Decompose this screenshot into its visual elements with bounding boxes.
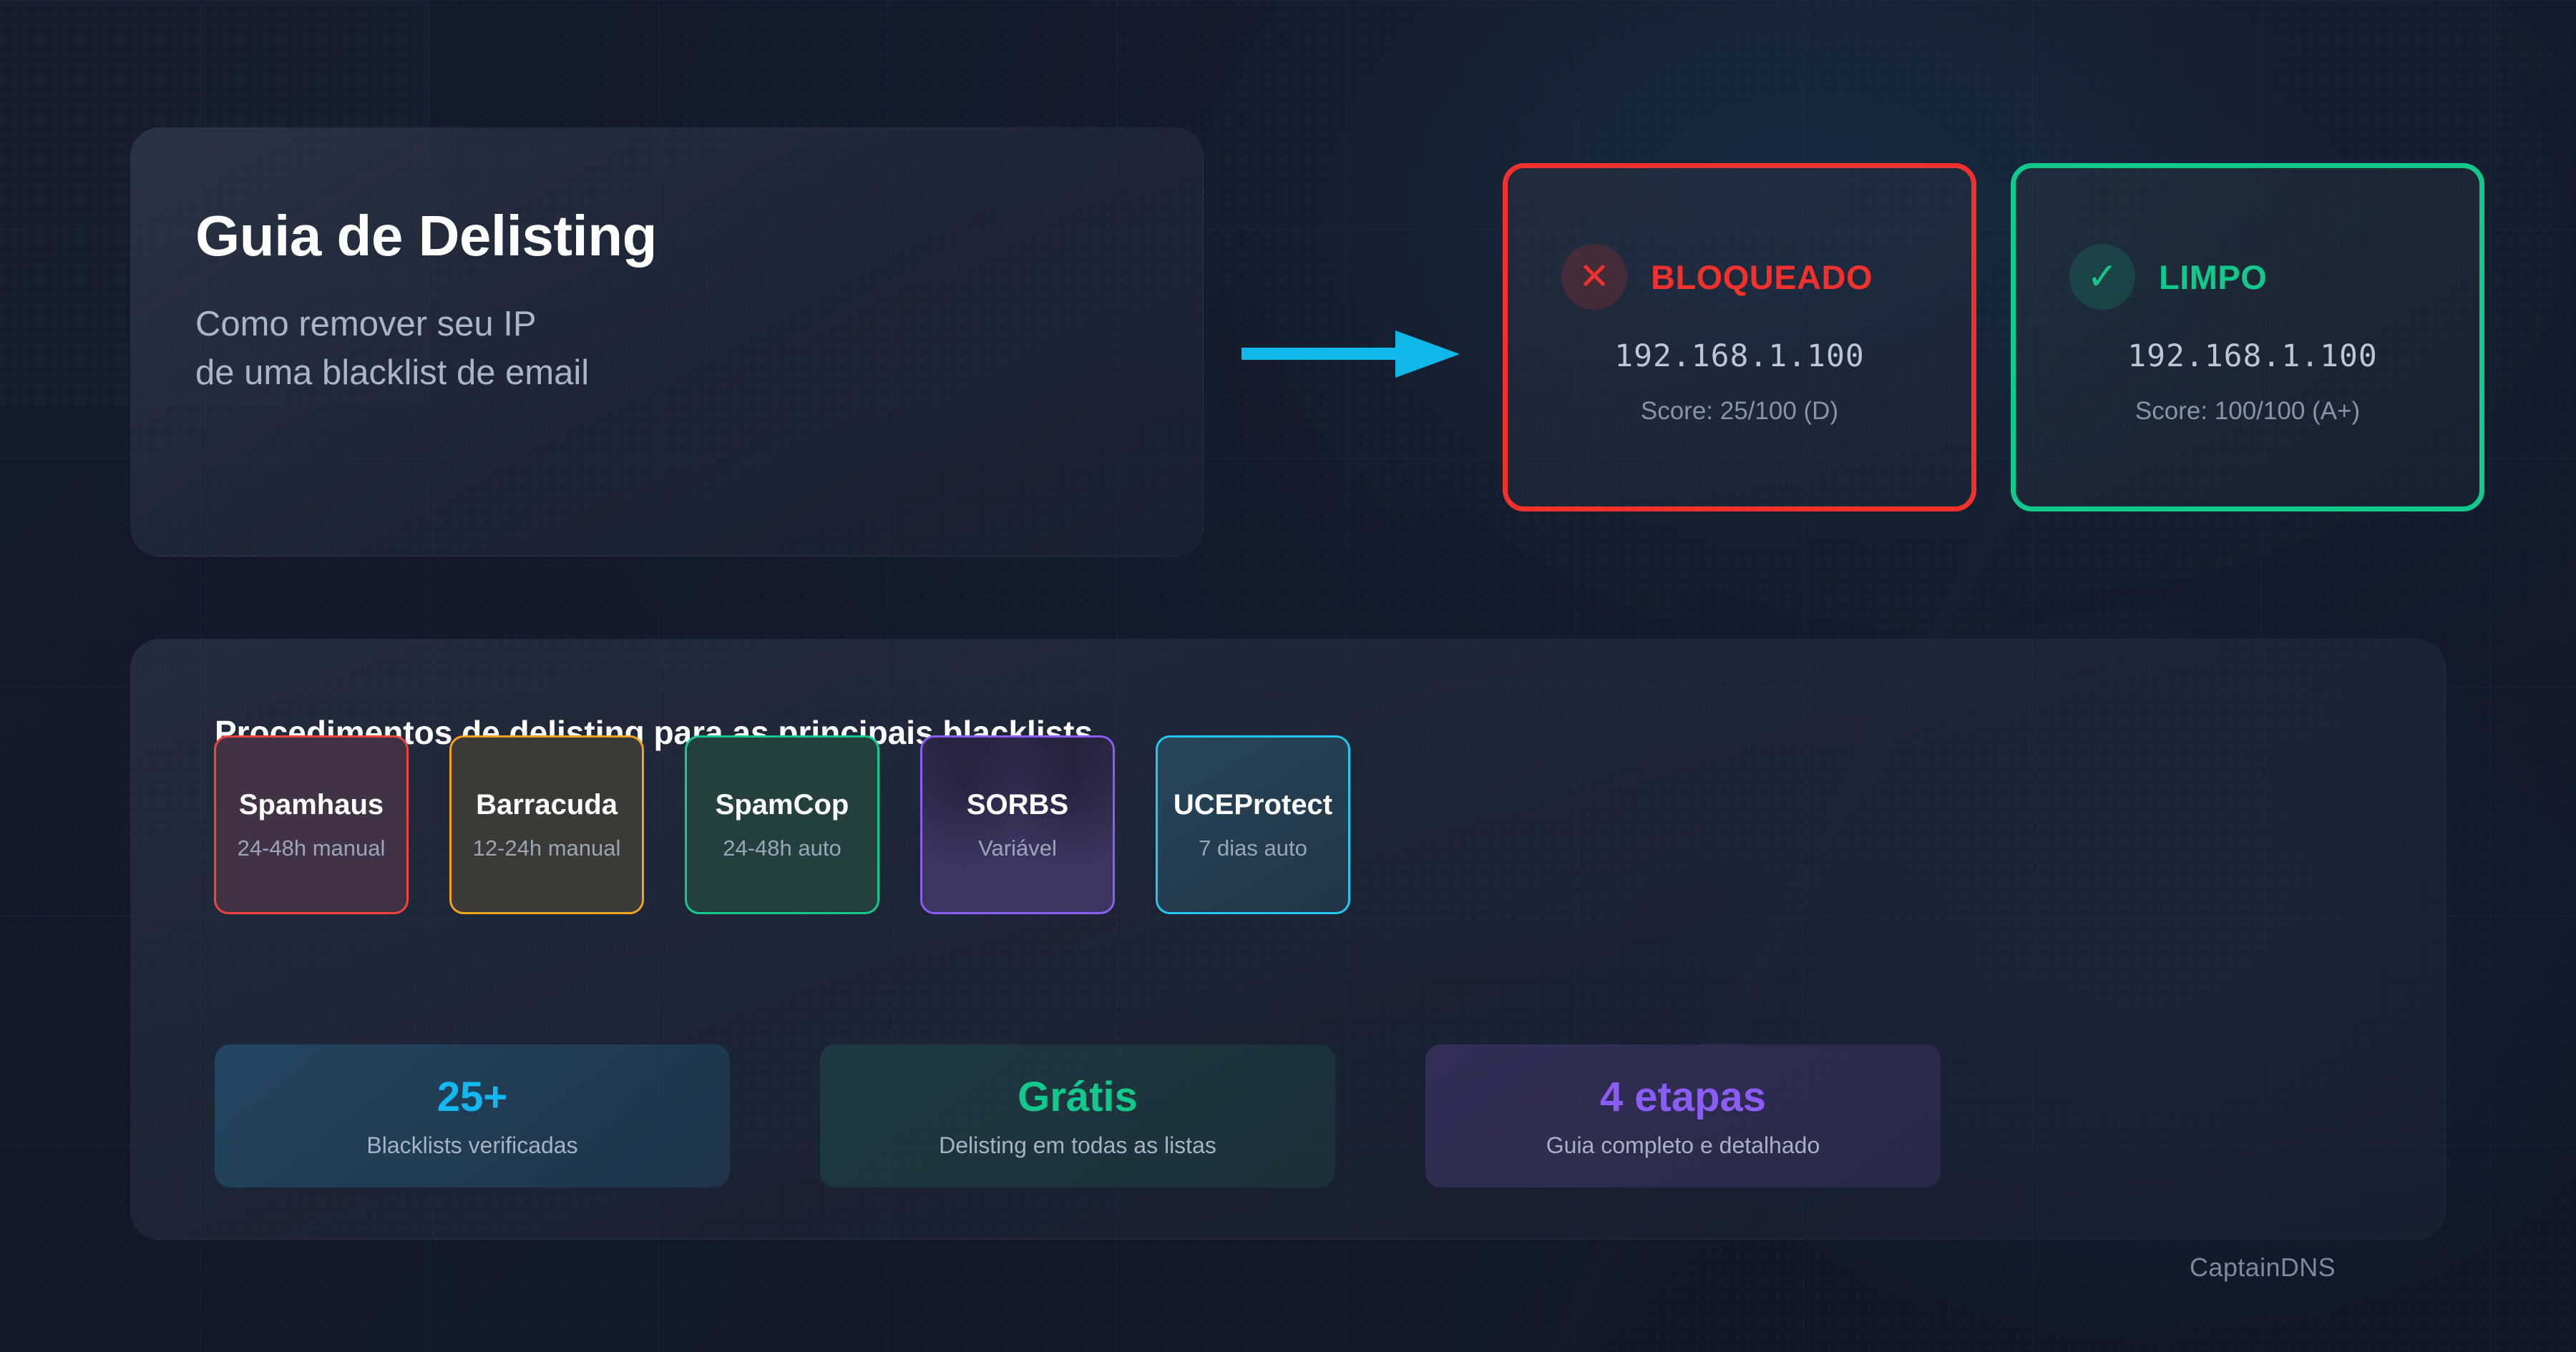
check-mark-icon: ✓ (2069, 244, 2135, 310)
blacklist-name: SpamCop (715, 788, 849, 820)
status-header: ✓ LIMPO (2069, 244, 2267, 310)
ip-address-clean: 192.168.1.100 (2127, 338, 2378, 374)
status-header: ✕ BLOQUEADO (1561, 244, 1873, 310)
score-clean: Score: 100/100 (A+) (2135, 397, 2361, 425)
status-badge: LIMPO (2159, 258, 2268, 296)
blacklist-name: SORBS (966, 788, 1069, 820)
blacklist-name: Spamhaus (238, 788, 384, 820)
blacklist-card-row: Spamhaus 24-48h manual Barracuda 12-24h … (214, 735, 1350, 914)
status-badge: BLOQUEADO (1651, 258, 1873, 296)
page-title: Guia de Delisting (195, 204, 657, 268)
score-blocked: Score: 25/100 (D) (1640, 397, 1839, 425)
ip-address-blocked: 192.168.1.100 (1614, 338, 1865, 374)
blacklist-card-sorbs[interactable]: SORBS Variável (920, 735, 1115, 914)
stat-value: Grátis (1018, 1074, 1138, 1120)
stat-card-free: Grátis Delisting em todas as listas (820, 1044, 1335, 1187)
blacklist-card-spamhaus[interactable]: Spamhaus 24-48h manual (214, 735, 409, 914)
stat-card-blacklists: 25+ Blacklists verificadas (215, 1044, 730, 1187)
blacklist-name: Barracuda (476, 788, 618, 820)
status-card-blocked: ✕ BLOQUEADO 192.168.1.100 Score: 25/100 … (1503, 163, 1976, 511)
flow-arrow (1241, 322, 1470, 386)
stat-card-row: 25+ Blacklists verificadas Grátis Delist… (215, 1044, 1941, 1187)
stat-value: 4 etapas (1599, 1074, 1767, 1120)
blacklist-card-uceprotect[interactable]: UCEProtect 7 dias auto (1156, 735, 1350, 914)
blacklist-time: 24-48h manual (237, 835, 386, 861)
blacklist-card-spamcop[interactable]: SpamCop 24-48h auto (685, 735, 879, 914)
blacklist-time: 12-24h manual (472, 835, 621, 861)
x-mark-icon: ✕ (1561, 244, 1627, 310)
hero-card: Guia de Delisting Como remover seu IP de… (130, 127, 1204, 557)
blacklist-name: UCEProtect (1173, 788, 1333, 820)
stat-label: Delisting em todas as listas (939, 1132, 1216, 1158)
hero-subtitle-line-1: Como remover seu IP (195, 305, 537, 343)
hero-subtitle: Como remover seu IP de uma blacklist de … (195, 300, 589, 397)
sorbs-watermark (922, 738, 1113, 912)
blacklist-time: 24-48h auto (723, 835, 841, 861)
blacklist-card-barracuda[interactable]: Barracuda 12-24h manual (449, 735, 644, 914)
arrow-right-icon (1241, 330, 1460, 378)
stat-value: 25+ (436, 1074, 508, 1120)
stat-card-steps: 4 etapas Guia completo e detalhado (1425, 1044, 1941, 1187)
blacklist-time: Variável (978, 835, 1057, 861)
status-card-clean: ✓ LIMPO 192.168.1.100 Score: 100/100 (A+… (2011, 163, 2484, 511)
stat-label: Guia completo e detalhado (1546, 1132, 1820, 1158)
blacklist-time: 7 dias auto (1199, 835, 1307, 861)
hero-subtitle-line-2: de uma blacklist de email (195, 353, 590, 393)
stat-label: Blacklists verificadas (366, 1132, 578, 1158)
brand-watermark: CaptainDNS (2190, 1253, 2336, 1282)
